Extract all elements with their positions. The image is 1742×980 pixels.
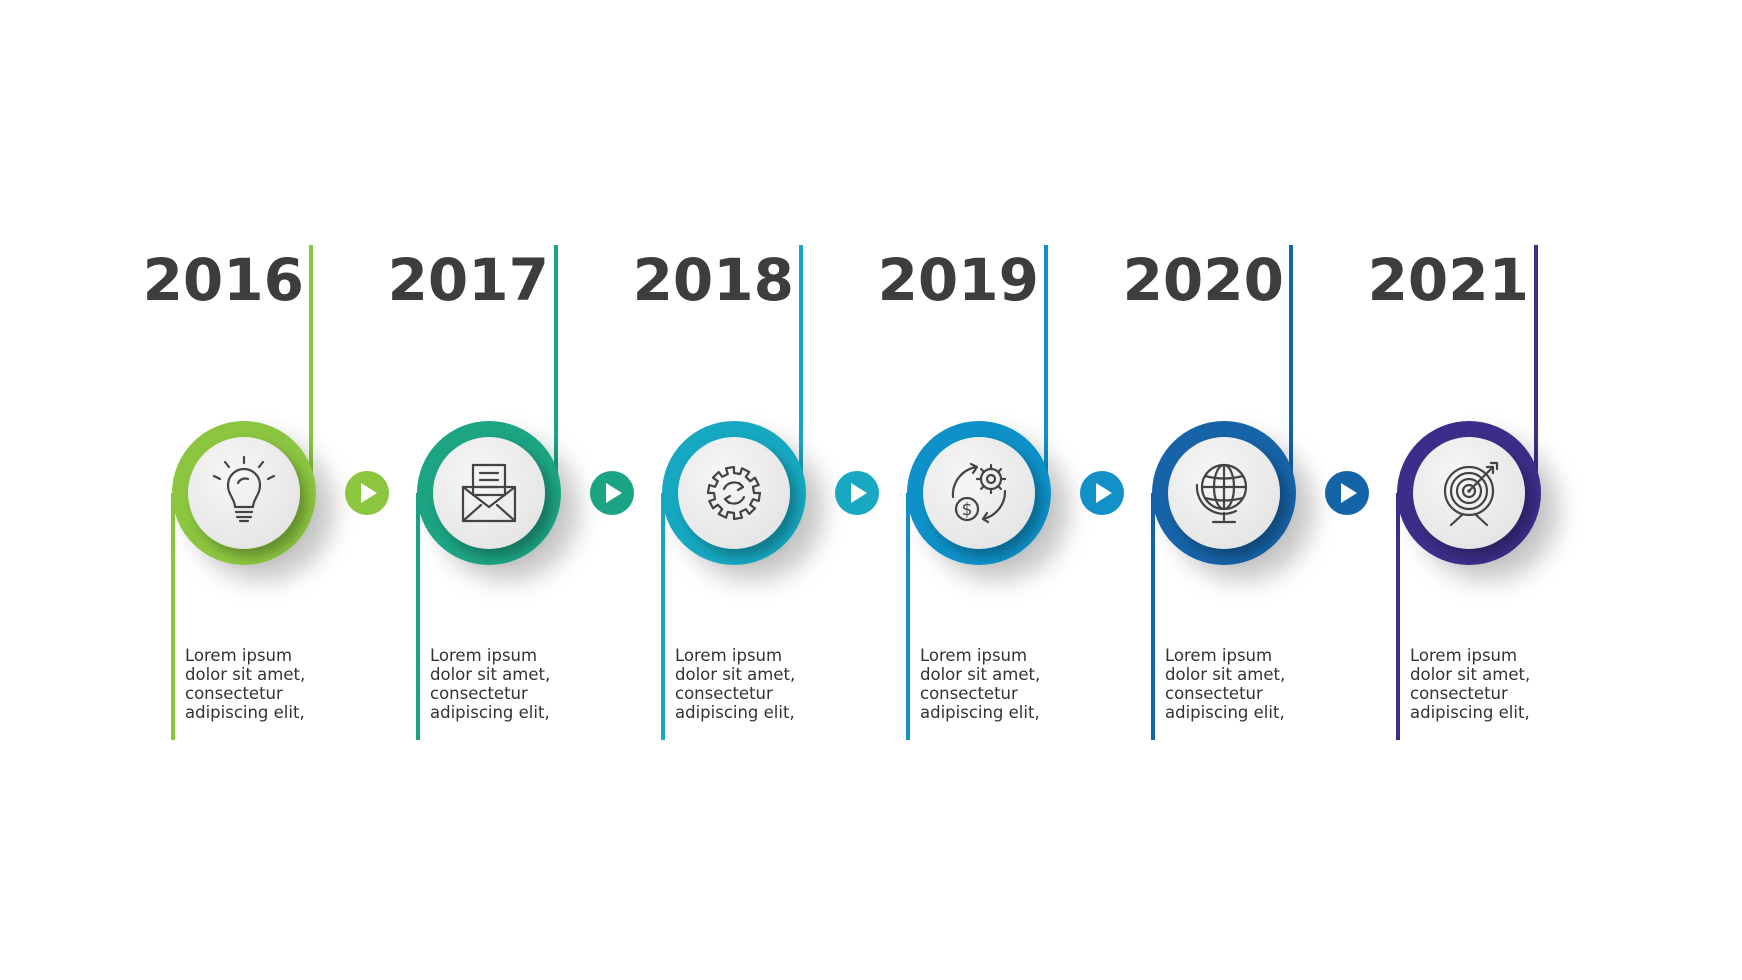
play-triangle	[1096, 483, 1112, 503]
description-line: Lorem ipsum	[185, 646, 292, 665]
year-label: 2019	[878, 246, 1039, 314]
step-disc	[433, 437, 545, 549]
description-line: consectetur	[1165, 684, 1263, 703]
description-line: dolor sit amet,	[1165, 665, 1285, 684]
play-triangle	[851, 483, 867, 503]
timeline-connectors	[345, 471, 1369, 515]
envelope-icon	[461, 463, 517, 523]
description-line: Lorem ipsum	[675, 646, 782, 665]
play-arrow-icon	[1325, 471, 1369, 515]
description-line: adipiscing elit,	[1410, 703, 1530, 722]
play-arrow-icon	[590, 471, 634, 515]
svg-text:$: $	[962, 500, 973, 520]
globe-icon	[1195, 463, 1248, 524]
year-label: 2020	[1123, 246, 1284, 314]
description-line: Lorem ipsum	[1410, 646, 1517, 665]
year-label: 2018	[633, 246, 794, 314]
year-label: 2016	[143, 246, 304, 314]
description-line: Lorem ipsum	[1165, 646, 1272, 665]
description-line: consectetur	[675, 684, 773, 703]
gear-icon	[706, 465, 762, 521]
description-line: adipiscing elit,	[920, 703, 1040, 722]
step-disc	[188, 437, 300, 549]
play-arrow-icon	[345, 471, 389, 515]
play-arrow-icon	[1080, 471, 1124, 515]
description-line: Lorem ipsum	[430, 646, 537, 665]
money-cycle-icon: $	[951, 462, 1007, 524]
description-line: Lorem ipsum	[920, 646, 1027, 665]
description-line: consectetur	[920, 684, 1018, 703]
play-triangle	[606, 483, 622, 503]
description-line: dolor sit amet,	[185, 665, 305, 684]
description-line: dolor sit amet,	[920, 665, 1040, 684]
description-line: consectetur	[1410, 684, 1508, 703]
description-line: adipiscing elit,	[675, 703, 795, 722]
target-icon	[1443, 461, 1499, 527]
description-line: dolor sit amet,	[675, 665, 795, 684]
description-line: dolor sit amet,	[1410, 665, 1530, 684]
lightbulb-icon	[212, 455, 276, 523]
step-disc	[1413, 437, 1525, 549]
step-disc	[923, 437, 1035, 549]
step-disc	[678, 437, 790, 549]
play-arrow-icon	[835, 471, 879, 515]
description-line: adipiscing elit,	[1165, 703, 1285, 722]
description-line: adipiscing elit,	[185, 703, 305, 722]
description-line: consectetur	[430, 684, 528, 703]
description-line: adipiscing elit,	[430, 703, 550, 722]
year-label: 2017	[388, 246, 549, 314]
description-line: consectetur	[185, 684, 283, 703]
play-triangle	[1341, 483, 1357, 503]
year-label: 2021	[1368, 246, 1529, 314]
description-line: dolor sit amet,	[430, 665, 550, 684]
play-triangle	[361, 483, 377, 503]
